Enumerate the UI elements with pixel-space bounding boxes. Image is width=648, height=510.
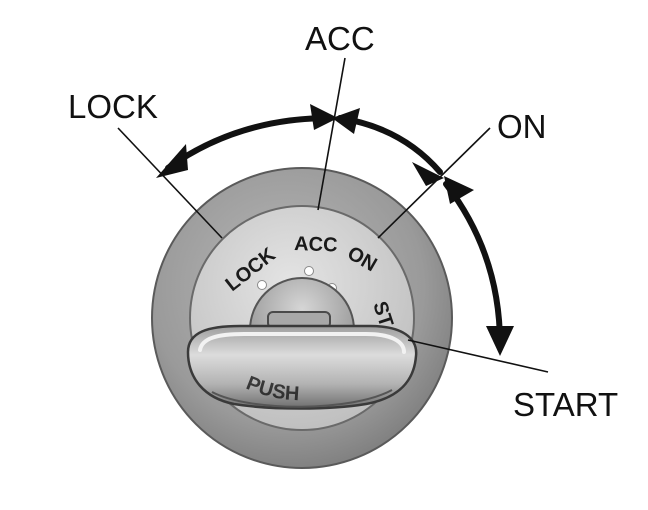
arrow-head-acc-left	[310, 104, 338, 130]
callout-label-on: ON	[497, 108, 547, 145]
callout-label-lock: LOCK	[68, 88, 158, 125]
leader-line-acc	[317, 57, 346, 211]
arrow-on-start	[443, 181, 503, 347]
dial-text-acc: ACC	[294, 233, 338, 256]
arrow-head-on-bottom	[444, 176, 474, 204]
position-dot-acc	[304, 266, 314, 276]
arrow-head-on-top	[412, 162, 444, 186]
arrow-head-start	[486, 326, 514, 356]
knob-bottom-edge	[211, 389, 393, 408]
arrow-lock-acc	[165, 115, 333, 171]
leader-line-lock	[117, 127, 223, 239]
switch-knob	[186, 324, 418, 410]
arrow-head-lock	[156, 144, 188, 178]
leader-lines	[117, 57, 549, 373]
arrow-heads	[156, 104, 514, 356]
knob-highlight	[198, 332, 406, 354]
arrow-head-acc-right	[332, 108, 360, 134]
callout-label-acc: ACC	[305, 20, 375, 57]
leader-line-on	[377, 127, 491, 239]
callout-label-start: START	[513, 386, 619, 423]
position-dot-lock	[257, 280, 267, 290]
leader-line-start	[407, 339, 549, 373]
